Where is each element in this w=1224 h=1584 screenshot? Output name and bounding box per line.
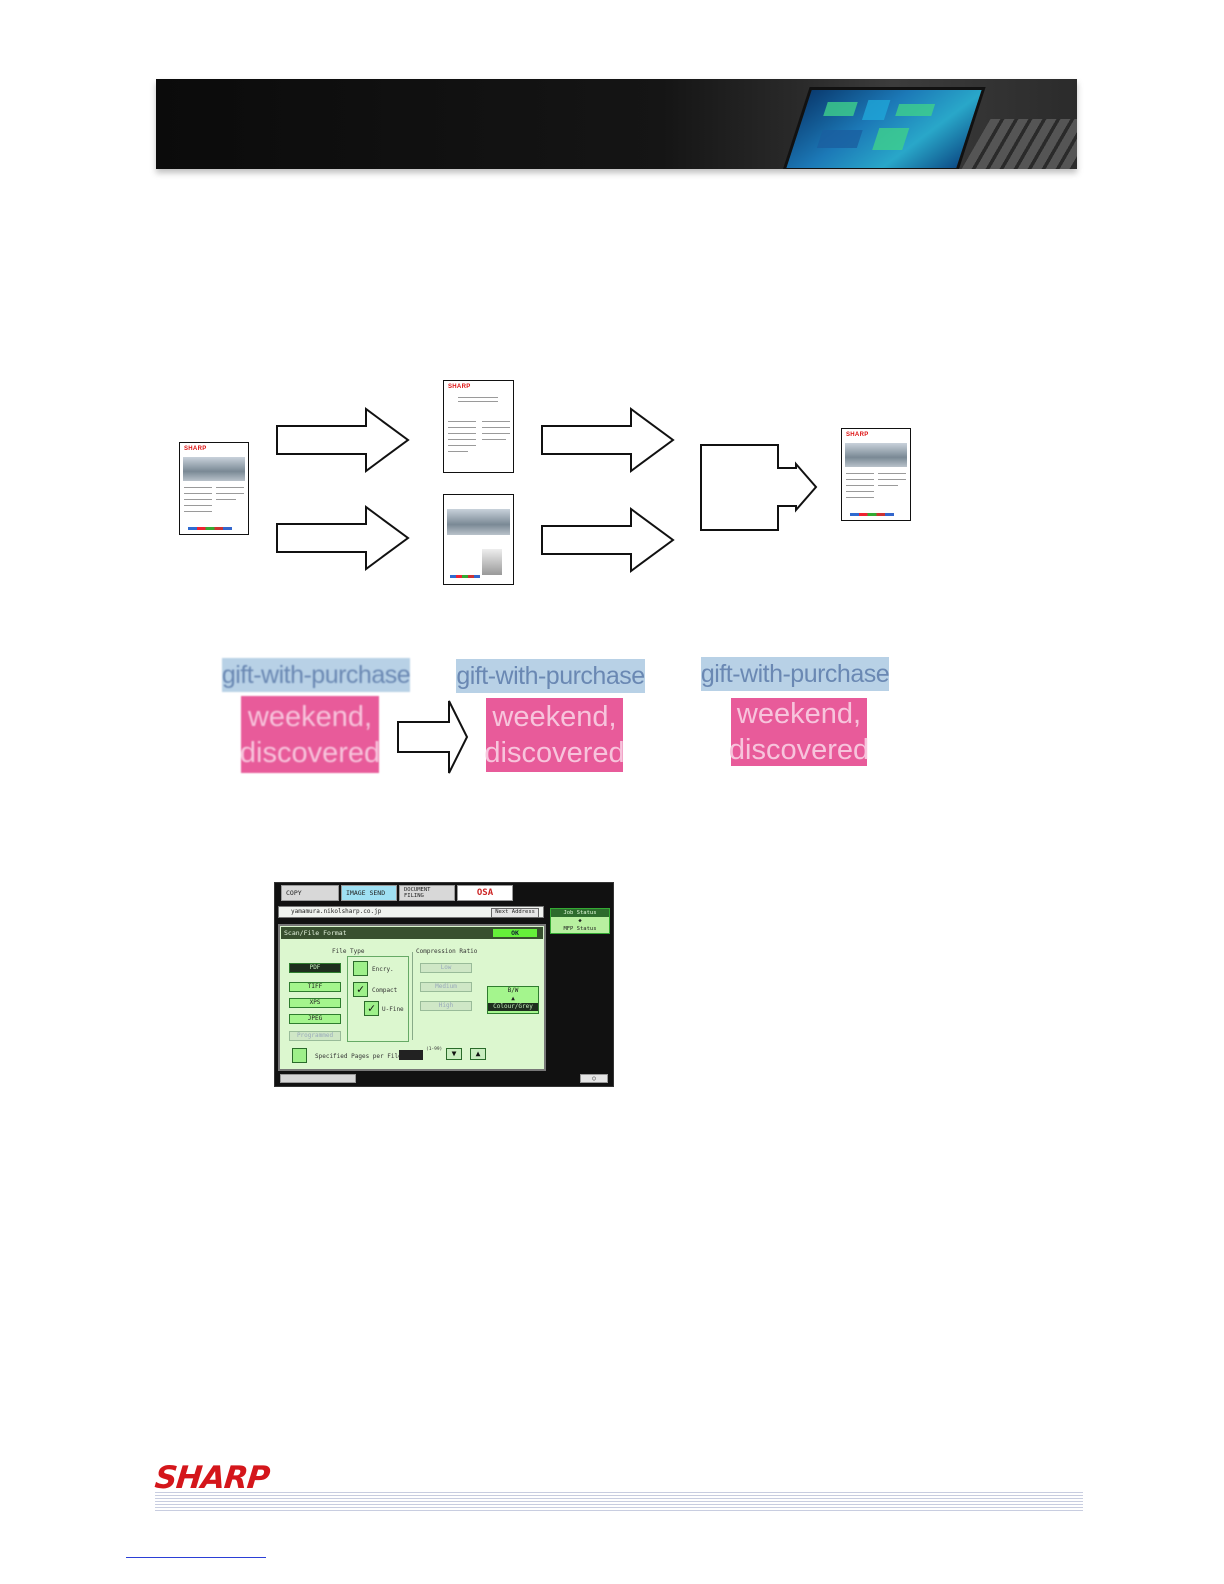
tab-image-send[interactable]: IMAGE SEND [341,885,397,901]
panel-bottom-strip: ○ [278,1074,610,1084]
tab-osa[interactable]: OSA [457,885,513,901]
arrow-right-icon [276,407,410,473]
arrow-right-icon [541,507,675,573]
sharp-logo: SHARP [153,1460,271,1496]
toggle-diamond-icon: ◆ [578,918,582,924]
dialog-title: Scan/File Format OK [281,927,543,939]
image-layer-document-thumbnail [443,494,514,585]
mfp-touchscreen-photo [782,87,986,169]
job-status-button[interactable]: Job Status [551,909,609,917]
mode-colour-grey: Colour/Grey [488,1003,538,1011]
address-value: yamamura.nikolsharp.co.jp [291,908,382,915]
sample-text-tile-blue: gift-with-purchase [222,658,411,692]
mode-tabs: COPY IMAGE SEND DOCUMENT FILING OSA [281,885,513,902]
ratio-medium[interactable]: Medium [420,982,472,992]
ratio-low[interactable]: Low [420,963,472,973]
encrypt-label: Encry. [372,966,394,973]
keypad-photo [961,119,1077,169]
ok-button[interactable]: OK [493,929,537,937]
file-type-pdf[interactable]: PDF [289,963,341,973]
progress-slot [280,1074,356,1083]
specified-pages-checkbox[interactable] [292,1048,307,1063]
mfp-panel-screenshot: COPY IMAGE SEND DOCUMENT FILING OSA yama… [274,882,614,1087]
arrow-right-icon [276,505,410,571]
pages-value-field[interactable] [399,1050,423,1060]
text-layer-document-thumbnail: SHARP [443,380,514,473]
next-address-button[interactable]: Next Address [491,908,539,918]
pink-tile-line2: discovered [239,736,381,769]
pink-tile-line2: discovered [728,734,870,766]
sample-text-tile-pink: weekend, discovered [239,696,381,773]
footer-rule [155,1492,1083,1512]
pink-tile-line1: weekend, [247,700,373,733]
doc-logo: SHARP [184,446,207,452]
doc-printer-image [482,549,502,575]
decrease-arrow-icon[interactable]: ▼ [446,1048,462,1060]
output-document-thumbnail: SHARP [841,428,911,521]
file-type-xps[interactable]: XPS [289,998,341,1008]
pages-range: (1-99) [426,1047,443,1052]
file-type-label: File Type [332,948,365,955]
arrow-right-icon [397,700,469,774]
footer-link-underline[interactable] [126,1557,266,1558]
header-banner [156,79,1077,169]
dialog-title-text: Scan/File Format [284,929,347,937]
scan-file-format-dialog: Scan/File Format OK File Type Compressio… [278,924,546,1071]
doc-photo [183,457,245,481]
status-box[interactable]: Job Status ◆ MFP Status [550,908,610,934]
mode-bw: B/W [507,987,519,994]
arrow-right-icon [541,407,675,473]
specified-pages-label: Specified Pages per File [315,1053,402,1060]
merge-arrow-icon [700,444,818,531]
sample-text-tile-blue: gift-with-purchase [701,657,890,691]
pink-tile-line1: weekend, [492,701,617,733]
file-type-jpeg[interactable]: JPEG [289,1014,341,1024]
encrypt-checkbox[interactable] [353,961,368,976]
sample-text-tile-pink: weekend, discovered [728,698,870,766]
tab-copy[interactable]: COPY [281,885,339,901]
sample-text-tile-blue: gift-with-purchase [456,659,645,693]
address-field[interactable]: yamamura.nikolsharp.co.jp Next Address [278,906,544,918]
compression-ratio-label: Compression Ratio [416,948,478,955]
compact-label: Compact [372,987,398,994]
file-type-tiff[interactable]: TIFF [289,982,341,992]
tab-document-filing[interactable]: DOCUMENT FILING [399,885,455,901]
doc-photo [447,509,510,535]
options-group [347,956,409,1042]
increase-arrow-icon[interactable]: ▲ [470,1048,486,1060]
sample-text-tile-pink: weekend, discovered [484,698,625,772]
compact-checkbox-checked[interactable]: ✓ [353,982,368,997]
file-type-programmed[interactable]: Programmed [289,1031,341,1041]
source-document-thumbnail: SHARP [179,442,249,535]
pink-tile-line1: weekend, [736,698,862,730]
ratio-high[interactable]: High [420,1001,472,1011]
doc-photo [845,443,907,467]
ufine-label: U-Fine [382,1006,404,1013]
colour-mode-toggle[interactable]: B/W ▲ Colour/Grey [487,986,539,1014]
divider [412,952,413,1040]
pink-tile-line2: discovered [484,737,625,769]
doc-logo: SHARP [448,384,471,390]
ufine-checkbox-checked[interactable]: ✓ [364,1001,379,1016]
mfp-status-button[interactable]: MFP Status [563,926,597,932]
help-icon[interactable]: ○ [580,1074,608,1083]
doc-logo: SHARP [846,432,869,438]
swap-icon: ▲ [511,995,515,1002]
